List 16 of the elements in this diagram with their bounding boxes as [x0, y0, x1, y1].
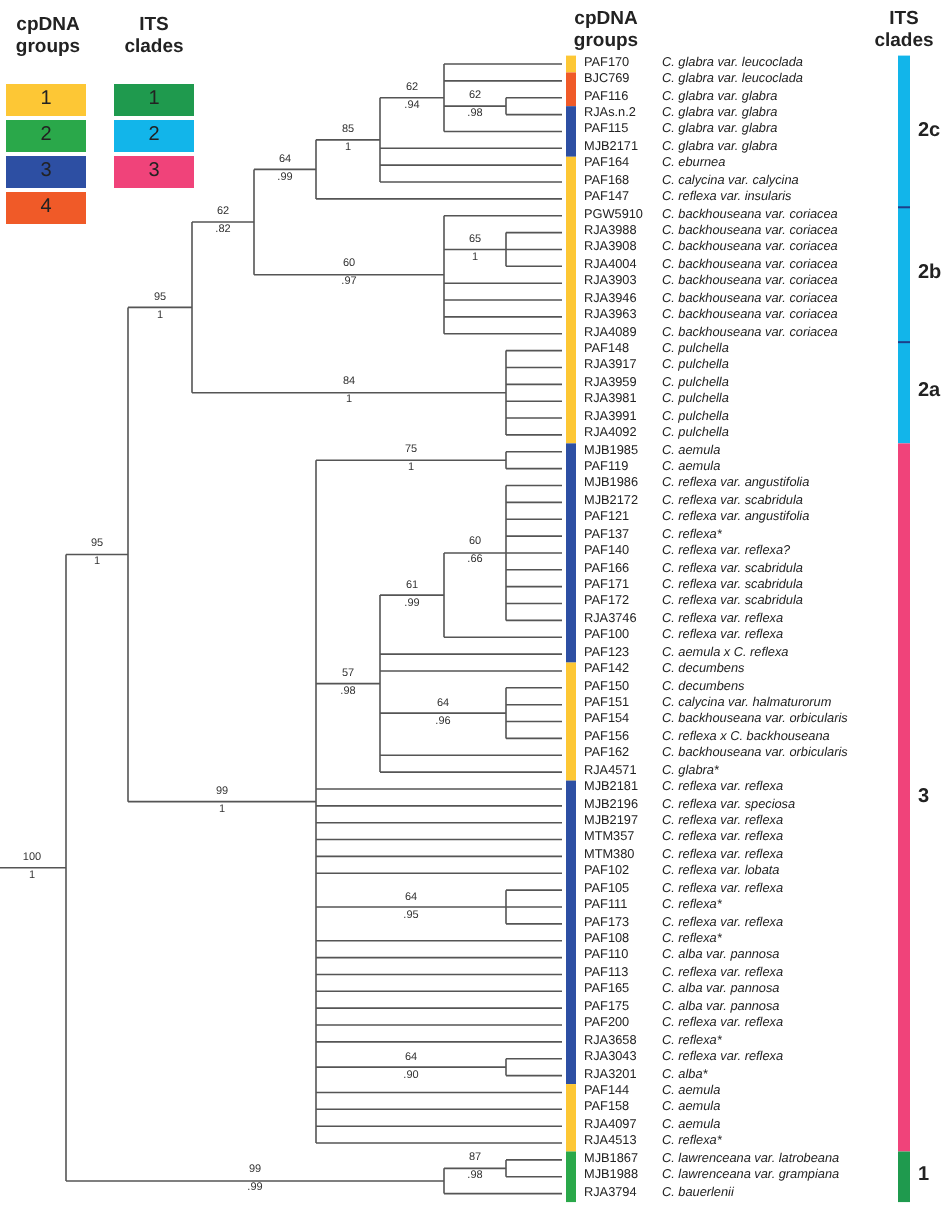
- clade-label: 1: [918, 1166, 930, 1187]
- legend-label: 1: [38, 86, 54, 114]
- legend-label: 4: [38, 194, 54, 222]
- column-heading: cpDNA groups: [571, 10, 641, 54]
- column-heading: ITS clades: [872, 10, 936, 54]
- column-heading: cpDNA groups: [13, 16, 83, 60]
- legend-label: 3: [38, 158, 54, 186]
- legend-label: 3: [146, 158, 162, 186]
- column-heading: ITS clades: [122, 16, 186, 60]
- legend-label: 2: [146, 122, 162, 150]
- legend-label: 2: [38, 122, 54, 150]
- legend-label: 1: [146, 86, 162, 114]
- clade-label: 2b: [918, 264, 942, 285]
- clade-label: 3: [918, 787, 930, 808]
- clade-label: 2c: [918, 121, 941, 142]
- clade-label: 2a: [918, 382, 941, 403]
